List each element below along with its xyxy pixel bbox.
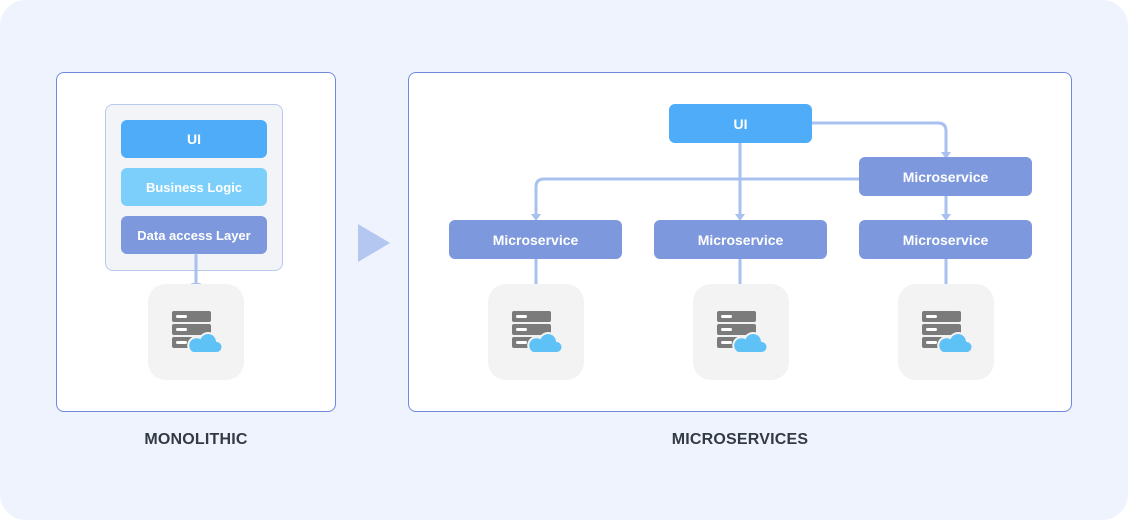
microservice-block-right: Microservice: [859, 220, 1032, 259]
monolithic-ui-layer: UI: [121, 120, 267, 158]
microservice-database-tile-right: [898, 284, 994, 380]
microservice-block-top-right: Microservice: [859, 157, 1032, 196]
microservice-block-middle: Microservice: [654, 220, 827, 259]
monolithic-business-logic-layer: Business Logic: [121, 168, 267, 206]
microservices-ui-block: UI: [669, 104, 812, 143]
play-triangle-icon: [358, 224, 390, 262]
server-cloud-icon: [922, 311, 974, 354]
server-cloud-icon: [512, 311, 564, 354]
microservice-database-tile-left: [488, 284, 584, 380]
monolithic-database-tile: [148, 284, 244, 380]
microservices-caption: MICROSERVICES: [671, 431, 809, 448]
microservice-block-left: Microservice: [449, 220, 622, 259]
server-cloud-icon: [717, 311, 769, 354]
monolithic-data-access-layer: Data access Layer: [121, 216, 267, 254]
monolithic-caption: MONOLITHIC: [144, 431, 248, 448]
server-cloud-icon: [172, 311, 224, 354]
microservice-database-tile-middle: [693, 284, 789, 380]
